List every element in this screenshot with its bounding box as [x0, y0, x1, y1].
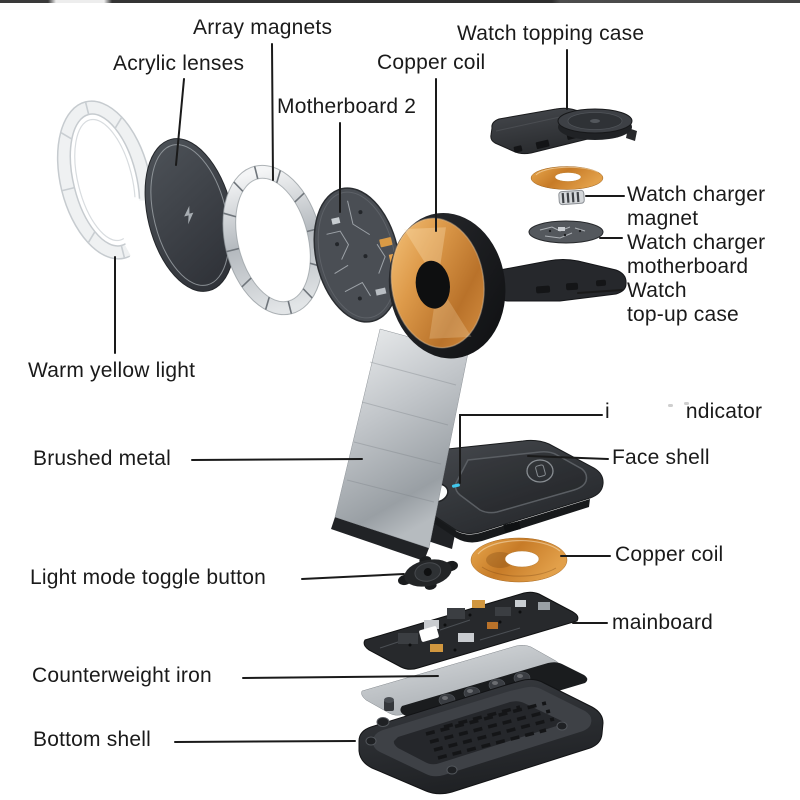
label-indicator: i ndicator — [605, 400, 762, 424]
label-indicator-suffix: ndicator — [685, 400, 763, 423]
label-watch-topping-case: Watch topping case — [457, 22, 645, 45]
face-shell-tab — [503, 521, 521, 533]
label-array-magnets: Array magnets — [193, 16, 333, 39]
label-counterweight-iron: Counterweight iron — [32, 664, 212, 687]
leader-face-shell — [527, 455, 609, 460]
leader-bottom-shell — [174, 740, 356, 743]
bottom-shell-part — [358, 678, 604, 795]
leader-light-mode-toggle — [301, 573, 405, 580]
leader-array-magnets — [271, 43, 274, 181]
erased-text-remnant — [668, 404, 673, 407]
leader-counterweight-iron — [242, 675, 439, 679]
label-motherboard-2: Motherboard 2 — [277, 95, 417, 118]
light-mode-toggle-part — [398, 556, 458, 590]
label-copper-coil-bottom: Copper coil — [615, 543, 724, 566]
label-acrylic-lenses: Acrylic lenses — [113, 52, 245, 75]
leader-lines — [114, 43, 625, 743]
watch-topping-case-part — [490, 107, 637, 155]
top-edge-artifact — [0, 0, 800, 3]
label-face-shell: Face shell — [612, 446, 710, 469]
label-watch-top-up-case: Watch top-up case — [627, 279, 739, 326]
lightning-bolt-icon — [184, 205, 194, 225]
watch-charger-magnet — [558, 189, 585, 206]
leader-acrylic-lenses — [175, 78, 185, 166]
bottom-copper-coil — [470, 537, 568, 583]
label-watch-charger-magnet: Watch charger magnet — [627, 183, 766, 230]
erased-text-remnant — [684, 402, 689, 405]
label-warm-yellow-light: Warm yellow light — [28, 359, 196, 382]
indicator-led — [451, 483, 460, 488]
label-indicator-prefix: i — [605, 400, 610, 423]
phone-charging-icon — [526, 459, 554, 483]
brushed-metal-arm — [331, 328, 469, 561]
mainboard-pcb — [363, 591, 579, 670]
label-mainboard: mainboard — [612, 611, 714, 634]
watch-charger-coil — [530, 166, 604, 190]
leader-indicator — [459, 414, 603, 484]
leader-brushed-metal — [191, 458, 363, 461]
label-bottom-shell: Bottom shell — [33, 728, 151, 751]
label-light-mode-toggle-button: Light mode toggle button — [30, 566, 266, 589]
label-watch-charger-motherboard: Watch charger motherboard — [627, 231, 766, 278]
charging-head — [388, 212, 506, 359]
label-brushed-metal: Brushed metal — [33, 447, 172, 470]
leader-watch-top-up-case — [577, 289, 623, 294]
watch-top-up-case-arm — [499, 259, 627, 302]
label-copper-coil-top: Copper coil — [377, 51, 486, 74]
watch-charger-motherboard-disc — [528, 220, 604, 244]
usb-connector — [538, 602, 550, 610]
